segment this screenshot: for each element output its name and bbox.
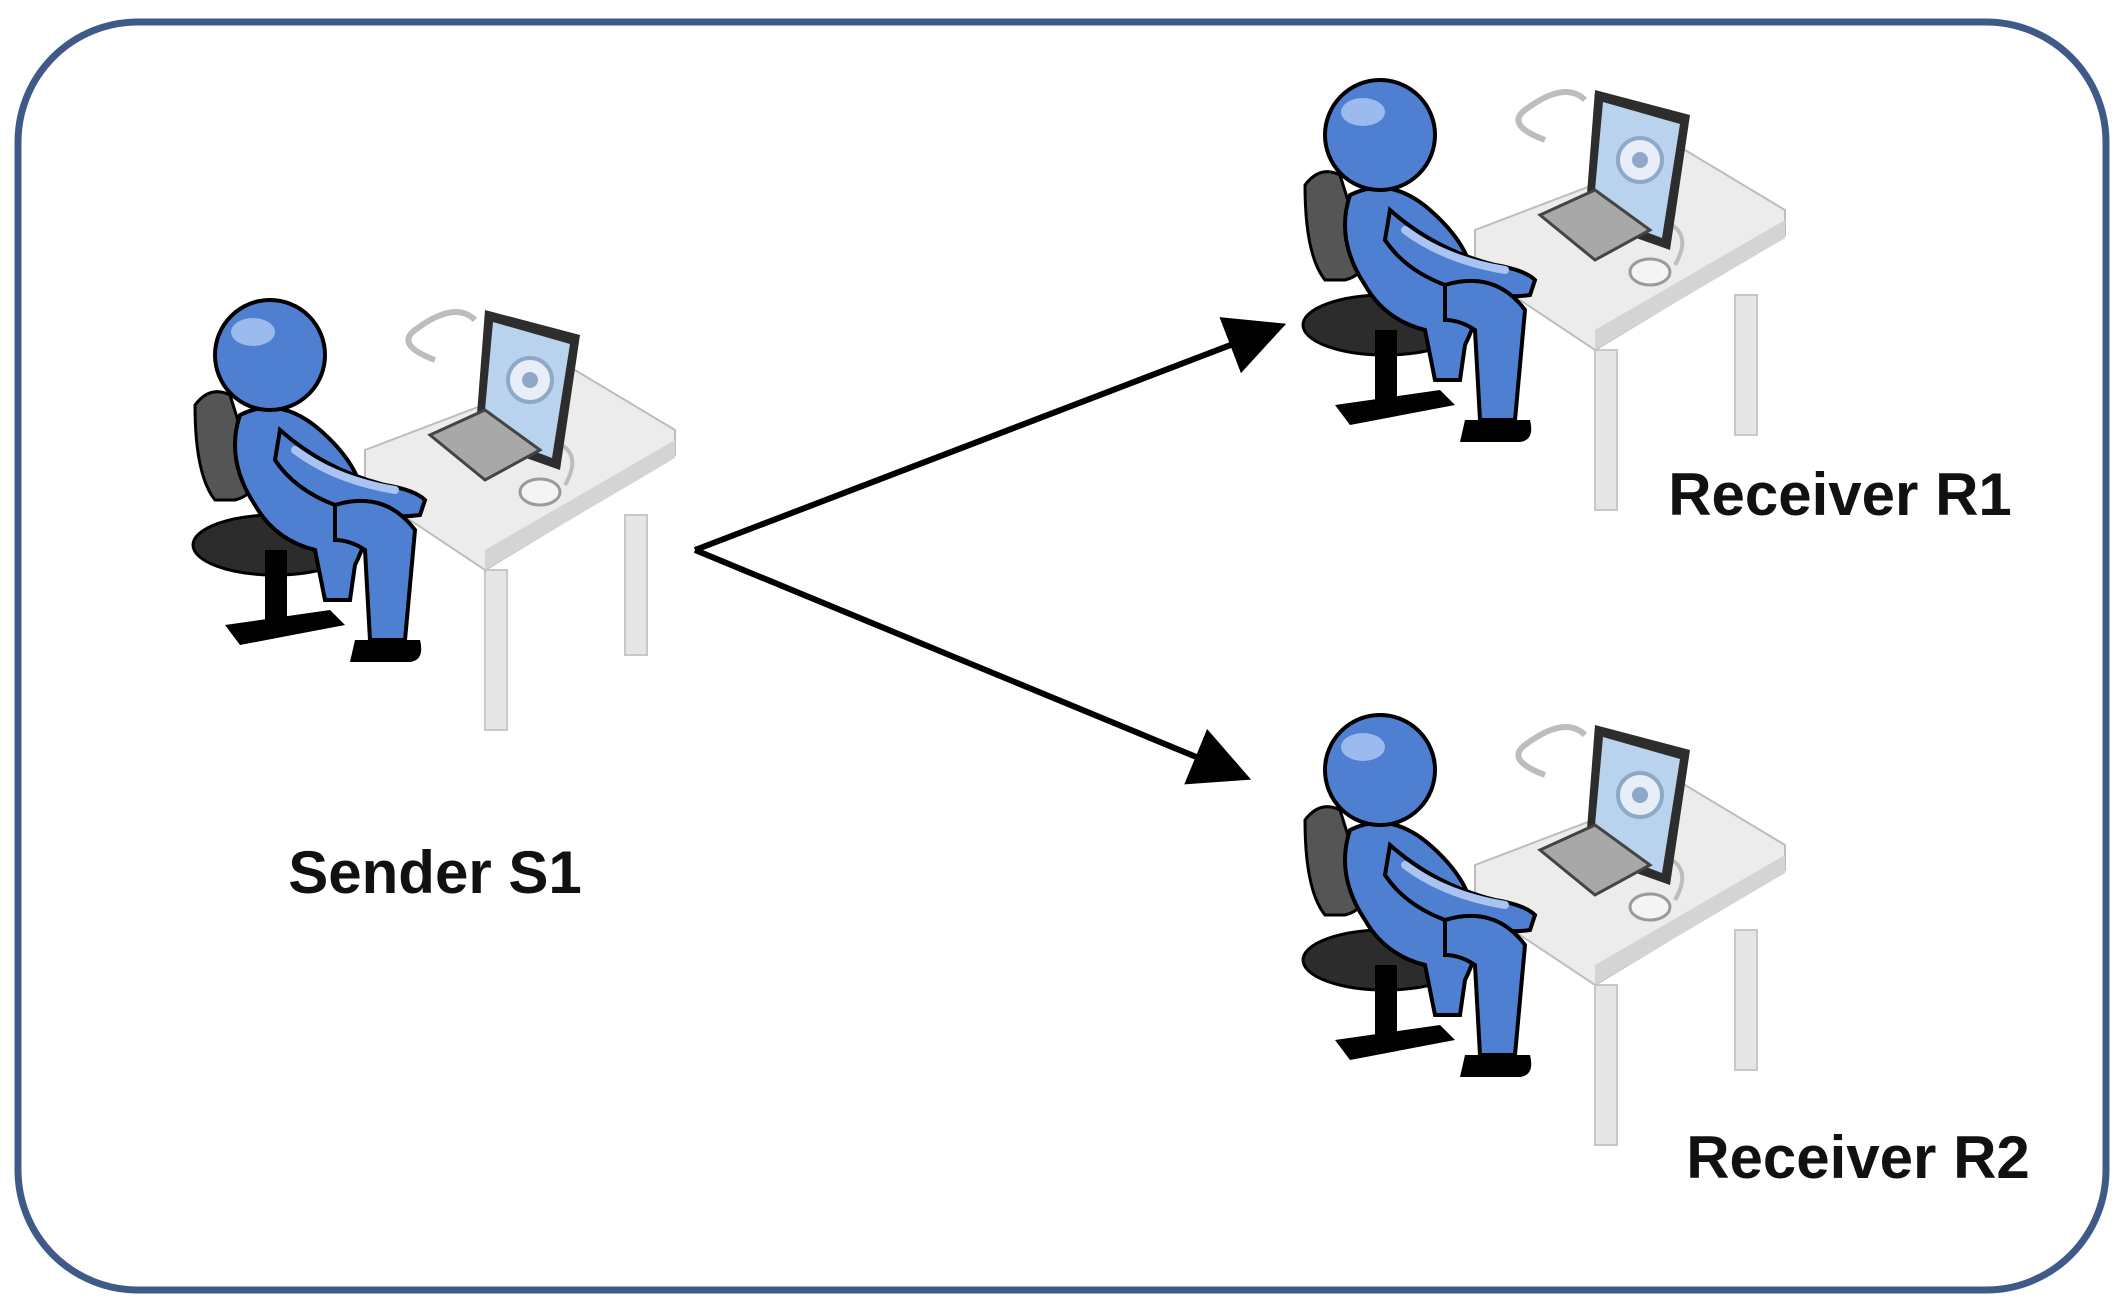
diagram-frame [14, 18, 2110, 1294]
receiver-r1-label: Receiver R1 [1668, 461, 2012, 528]
sender-s1-label: Sender S1 [288, 839, 581, 906]
arrow-s1-to-r1 [693, 317, 1287, 553]
receiver-r2-label: Receiver R2 [1686, 1124, 2030, 1191]
arrow-s1-to-r2 [693, 547, 1252, 785]
edges-layer [693, 317, 1287, 785]
